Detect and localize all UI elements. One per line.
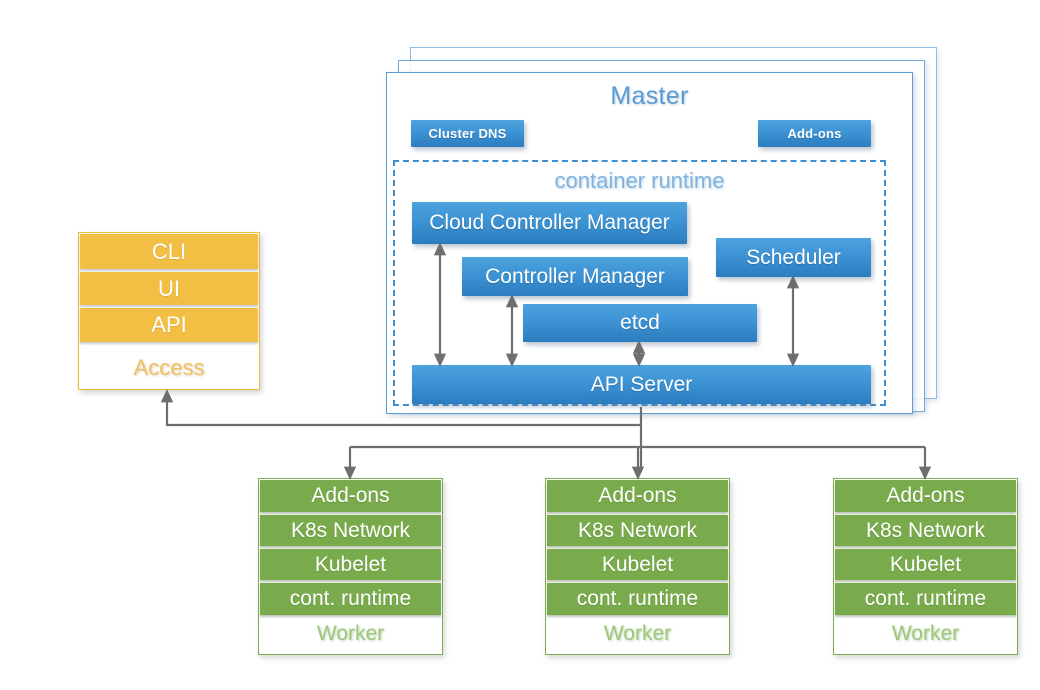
worker-1-layer-kubelet[interactable]: Kubelet <box>260 549 441 580</box>
worker-1-layer-cont-runtime[interactable]: cont. runtime <box>260 583 441 615</box>
worker-2-layer-cont-runtime[interactable]: cont. runtime <box>547 583 728 615</box>
worker-1-layer-k8s-network[interactable]: K8s Network <box>260 515 441 546</box>
worker-3-frame-label: Worker <box>891 622 960 645</box>
worker-3-layer-kubelet[interactable]: Kubelet <box>835 549 1016 580</box>
worker-1-frame-label: Worker <box>316 622 385 645</box>
worker-2-frame-label: Worker <box>603 622 672 645</box>
access-frame-label: Access <box>133 355 205 380</box>
master-title: Master <box>610 82 689 110</box>
worker-2-layer-kubelet[interactable]: Kubelet <box>547 549 728 580</box>
master-chip-cluster-dns[interactable]: Cluster DNS <box>411 120 524 147</box>
component-cloud-controller-manager[interactable]: Cloud Controller Manager <box>412 202 687 244</box>
worker-2-layer-add-ons[interactable]: Add-ons <box>547 480 728 512</box>
worker-3-layer-cont-runtime[interactable]: cont. runtime <box>835 583 1016 615</box>
master-chip-add-ons[interactable]: Add-ons <box>758 120 871 147</box>
component-scheduler[interactable]: Scheduler <box>716 238 871 277</box>
worker-3-layer-add-ons[interactable]: Add-ons <box>835 480 1016 512</box>
access-layer-cli[interactable]: CLI <box>80 234 258 269</box>
access-layer-api[interactable]: API <box>80 308 258 342</box>
component-api-server[interactable]: API Server <box>412 365 871 404</box>
worker-2-layer-k8s-network[interactable]: K8s Network <box>547 515 728 546</box>
worker-3-layer-k8s-network[interactable]: K8s Network <box>835 515 1016 546</box>
component-controller-manager[interactable]: Controller Manager <box>462 257 688 296</box>
component-etcd[interactable]: etcd <box>523 304 757 342</box>
container-runtime-title: container runtime <box>554 168 725 193</box>
worker-1-layer-add-ons[interactable]: Add-ons <box>260 480 441 512</box>
access-layer-ui[interactable]: UI <box>80 272 258 305</box>
